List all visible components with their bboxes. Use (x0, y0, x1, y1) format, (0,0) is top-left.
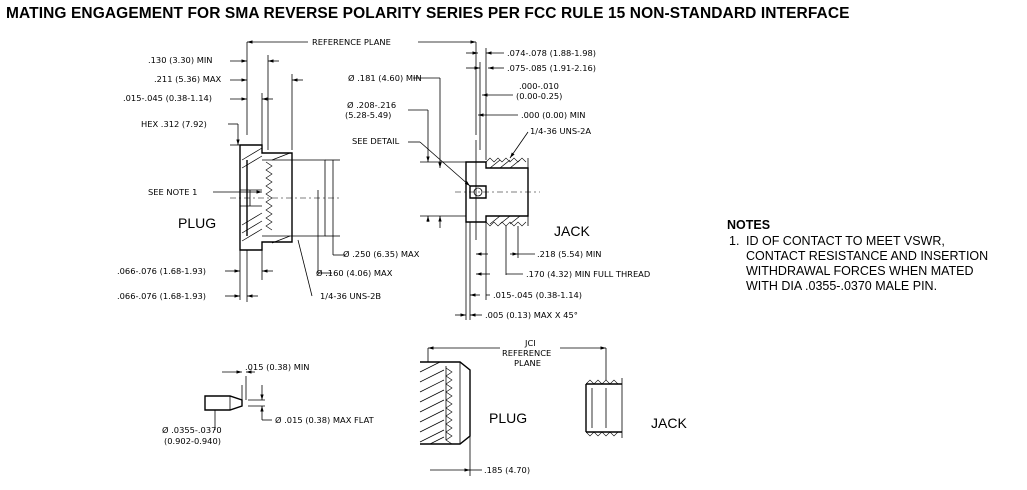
dim-170: .170 (4.32) MIN FULL THREAD (526, 269, 650, 279)
bottom-plug-section: PLUG (419, 348, 527, 476)
see-detail: SEE DETAIL (352, 136, 400, 146)
see-note-1: SEE NOTE 1 (148, 187, 197, 197)
dim-000-025: (0.00-0.25) (516, 91, 562, 101)
dim-250: Ø .250 (6.35) MAX (343, 249, 420, 259)
reference-plane-dimension: REFERENCE PLANE (246, 37, 477, 135)
dim-015-045-b: .015-.045 (0.38-1.14) (493, 290, 582, 300)
bottom-jack-section: JACK (585, 378, 687, 438)
note-line-3: WITHDRAWAL FORCES WHEN MATED (746, 264, 974, 278)
plug-cross-section (230, 144, 340, 251)
dim-208: Ø .208-.216 (347, 100, 396, 110)
dim-015-flat: Ø .015 (0.38) MAX FLAT (275, 415, 375, 425)
dim-528: (5.28-5.49) (345, 110, 391, 120)
dim-hex-312: HEX .312 (7.92) (141, 119, 207, 129)
reference-plane-label: REFERENCE PLANE (312, 37, 391, 47)
jack-top-dimensions: .074-.078 (1.88-1.98) .075-.085 (1.91-2.… (345, 48, 596, 239)
note-line-4: WITH DIA .0355-.0370 MALE PIN. (746, 279, 937, 293)
dim-0355: Ø .0355-.0370 (162, 425, 222, 435)
dim-075-085: .075-.085 (1.91-2.16) (507, 63, 596, 73)
dim-000-min: .000 (0.00) MIN (521, 110, 586, 120)
dim-160: Ø .160 (4.06) MAX (316, 268, 393, 278)
jack-label: JACK (554, 223, 590, 239)
plug-right-dimensions: Ø .250 (6.35) MAX Ø .160 (4.06) MAX 1/4-… (297, 159, 420, 301)
dim-uns-2b: 1/4-36 UNS-2B (320, 291, 381, 301)
notes-heading: NOTES (727, 218, 770, 232)
note-line-1: ID OF CONTACT TO MEET VSWR, (746, 234, 945, 248)
dim-074-078: .074-.078 (1.88-1.98) (507, 48, 596, 58)
note-line-2: CONTACT RESISTANCE AND INSERTION (746, 249, 988, 263)
dim-uns-2a: 1/4-36 UNS-2A (530, 126, 591, 136)
dim-218: .218 (5.54) MIN (537, 249, 602, 259)
diagram-title: MATING ENGAGEMENT FOR SMA REVERSE POLARI… (6, 5, 850, 22)
jack-bottom-dimensions: .218 (5.54) MIN .170 (4.32) MIN FULL THR… (455, 222, 650, 320)
note-number: 1. (729, 234, 739, 248)
bottom-plug-label: PLUG (489, 410, 527, 426)
notes-block: NOTES 1. ID OF CONTACT TO MEET VSWR, CON… (727, 218, 988, 293)
jci-label: JCI (524, 338, 536, 348)
jci-reference-plane: JCI REFERENCE PLANE .185 (4.70) (428, 338, 607, 475)
plug-left-dimensions: .130 (3.30) MIN .211 (5.36) MAX .015-.04… (117, 55, 303, 302)
bottom-jack-label: JACK (651, 415, 687, 431)
pin-detail: .015 (0.38) MIN Ø .015 (0.38) MAX FLAT Ø… (162, 362, 375, 446)
dim-181: Ø .181 (4.60) MIN (348, 73, 422, 83)
jci-plane-label: PLANE (514, 358, 541, 368)
dim-0902: (0.902-0.940) (164, 436, 221, 446)
dim-130: .130 (3.30) MIN (148, 55, 213, 65)
dim-005: .005 (0.13) MAX X 45° (485, 310, 578, 320)
dim-185: .185 (4.70) (484, 465, 530, 475)
dim-015-045: .015-.045 (0.38-1.14) (123, 93, 212, 103)
dim-015-min: .015 (0.38) MIN (245, 362, 310, 372)
dim-066-a: .066-.076 (1.68-1.93) (117, 266, 206, 276)
jci-reference-label: REFERENCE (502, 348, 551, 358)
jack-cross-section (455, 140, 540, 240)
plug-label: PLUG (178, 215, 216, 231)
dim-000-010: .000-.010 (519, 81, 559, 91)
dim-066-b: .066-.076 (1.68-1.93) (117, 291, 206, 301)
dim-211: .211 (5.36) MAX (154, 74, 222, 84)
